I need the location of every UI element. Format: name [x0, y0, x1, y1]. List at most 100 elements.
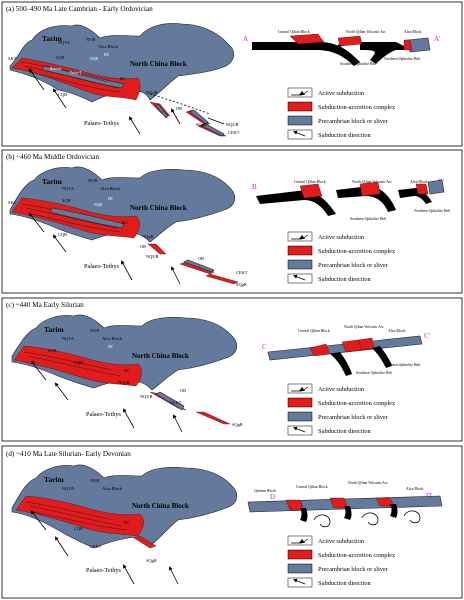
subduction-arrow-4: [171, 108, 181, 125]
section-c-start: C: [262, 343, 267, 351]
panel-a-title: (a) 500–490 Ma Late Cambrian - Early Ord…: [6, 5, 153, 13]
dashed-retreat-line: [149, 93, 211, 115]
section-c-end: C': [424, 332, 430, 340]
subduction-arrow-2: [54, 382, 69, 401]
section-a-red-3: [403, 39, 413, 51]
section-b-red-3: [415, 183, 429, 195]
hc-label: HC: [104, 53, 110, 57]
sliver-south-2: [179, 261, 215, 275]
section-a-end: A': [434, 35, 440, 43]
subduction-arrow-1: [28, 68, 45, 91]
tarim-label: Tarim: [42, 177, 62, 186]
subduction-arrow-2: [52, 88, 67, 109]
subduction-arrow-4: [173, 414, 183, 433]
section-b-start: B: [252, 183, 257, 191]
legend-a-block: Precambrian block or sliver: [318, 118, 389, 125]
sliver-south-2: [155, 391, 185, 411]
legend-b-active: Active subduction: [318, 234, 365, 241]
panel-b-title: (b) ~460 Ma Middle Ordovician: [6, 153, 99, 161]
section-a-nob-label: Northern Ophiolite Belt: [384, 57, 421, 61]
cqb-label: CQB: [58, 92, 67, 97]
sliver-south-3: [183, 259, 215, 273]
ncb-label: North China Block: [130, 60, 187, 68]
section-d: D D' Qaidam Block Central Qilian Block N…: [247, 481, 443, 528]
panel-d-title: (d) ~410 Ma Late Silurian- Early Devonia…: [6, 450, 131, 458]
subduction-arrow-1: [30, 360, 47, 381]
cqb-label: CQB: [74, 360, 83, 365]
section-a-cq-label: Central Qilian Block: [278, 30, 310, 34]
skt-label: SKT: [8, 56, 17, 61]
kc-label: KC: [122, 220, 128, 225]
section-a-alxa-label: Alxa Block: [404, 30, 422, 34]
section-a-start-marker: A: [60, 88, 64, 93]
nqgb-label: NQgB: [146, 90, 158, 95]
legend-b-direction: Subduction direction: [318, 276, 371, 283]
legend-b-block: Precambrian block or sliver: [318, 262, 389, 269]
sliver-south-2: [155, 103, 169, 119]
nqub-label: NQUB: [140, 394, 153, 399]
nqgb-label: NQgB: [142, 234, 154, 239]
section-b-slab-1: [256, 190, 336, 216]
legend-a-active: Active subduction: [318, 90, 365, 97]
qilian-sliver: [49, 207, 125, 229]
section-d-cq-label: Central Qilian Block: [296, 485, 328, 489]
panel-frame-c: [1, 297, 463, 442]
tarim-label: Tarim: [42, 34, 62, 43]
suture-lines: [23, 351, 121, 377]
legend-d-active: Active subduction: [318, 538, 365, 545]
nqva-label: NQVA: [62, 486, 75, 491]
sob-label: SOB: [48, 348, 57, 353]
sqb-label: SQB: [62, 198, 71, 203]
section-b-cq-label: Central Qilian Block: [294, 180, 326, 184]
suture-lines: [19, 61, 121, 93]
subduction-arrow-3: [123, 408, 135, 429]
section-c-sob-label: Southern Ophiolite Belt: [356, 371, 393, 375]
section-d-mantle-swirl-1: [313, 514, 331, 528]
section-b: B B' Central Qilian Block North Qilian V…: [252, 178, 451, 221]
nqub-label: NQUB: [146, 254, 159, 259]
sqgb-label: SQgB: [232, 422, 243, 427]
section-a-sob-label: Southern Ophiolite Belt: [340, 62, 377, 66]
sqgb-label: SQgB: [236, 282, 247, 287]
cqb-label: CQB: [58, 232, 67, 237]
sqb-label: SQB: [56, 55, 65, 60]
cekt-label: CEKT: [236, 270, 248, 275]
section-a-red-2: [337, 35, 363, 47]
ob-label: OB: [176, 106, 182, 111]
skt-label: SKT: [8, 200, 17, 205]
tethys-label: Palaeo-Tethys: [84, 120, 120, 127]
kc-label: KC: [124, 368, 130, 373]
legend-a: Active subduction Subduction-accretion c…: [288, 88, 396, 139]
section-d-start: D: [270, 493, 275, 501]
subduction-arrow-3: [121, 260, 133, 281]
tethys-label: Palaeo-Tethys: [86, 567, 122, 574]
subduction-arrow-3: [123, 564, 135, 585]
alxa-label: Alxa Block: [98, 44, 119, 49]
legend-c-active: Active subduction: [318, 386, 365, 393]
subduction-arrow-3: [128, 116, 141, 135]
section-c-slab-2: [372, 346, 392, 368]
sliver-south-1: [147, 243, 167, 255]
retreat-label: Retreat: [50, 67, 62, 71]
ob-label: OB: [180, 388, 186, 393]
section-d-nqva-label: North Qilian Volcanic Arc: [348, 481, 388, 485]
section-b-nqva-label: North Qilian Volcanic Arc: [352, 180, 392, 184]
section-b-alxa-label: Alxa Block: [410, 180, 428, 184]
ob2-label: OB: [198, 256, 204, 261]
protot-label: Proto-T: [70, 71, 82, 75]
panel-c: (c) ~440 Ma Early Silurian Tarim North C…: [6, 301, 430, 435]
section-c-nob-label: Northern Ophiolite Belt: [384, 363, 421, 367]
kc-label: KC: [120, 76, 126, 81]
section-b-start-marker: B: [62, 227, 66, 232]
alxa-label: Alxa Block: [100, 186, 121, 191]
suture-lines: [25, 501, 127, 531]
legend-b: Active subduction Subduction-accretion c…: [288, 232, 396, 283]
nqb-label: NQB: [94, 203, 102, 207]
ncb-label: North China Block: [132, 352, 189, 360]
panel-frame-a: [1, 1, 463, 147]
nqgb-label: NQgB: [118, 380, 130, 385]
alxa-label: Alxa Block: [102, 336, 123, 341]
section-d-alxa-label: Alxa Block: [406, 487, 424, 491]
section-d-slab-1: [300, 508, 308, 522]
section-b-alxa: [427, 179, 445, 195]
